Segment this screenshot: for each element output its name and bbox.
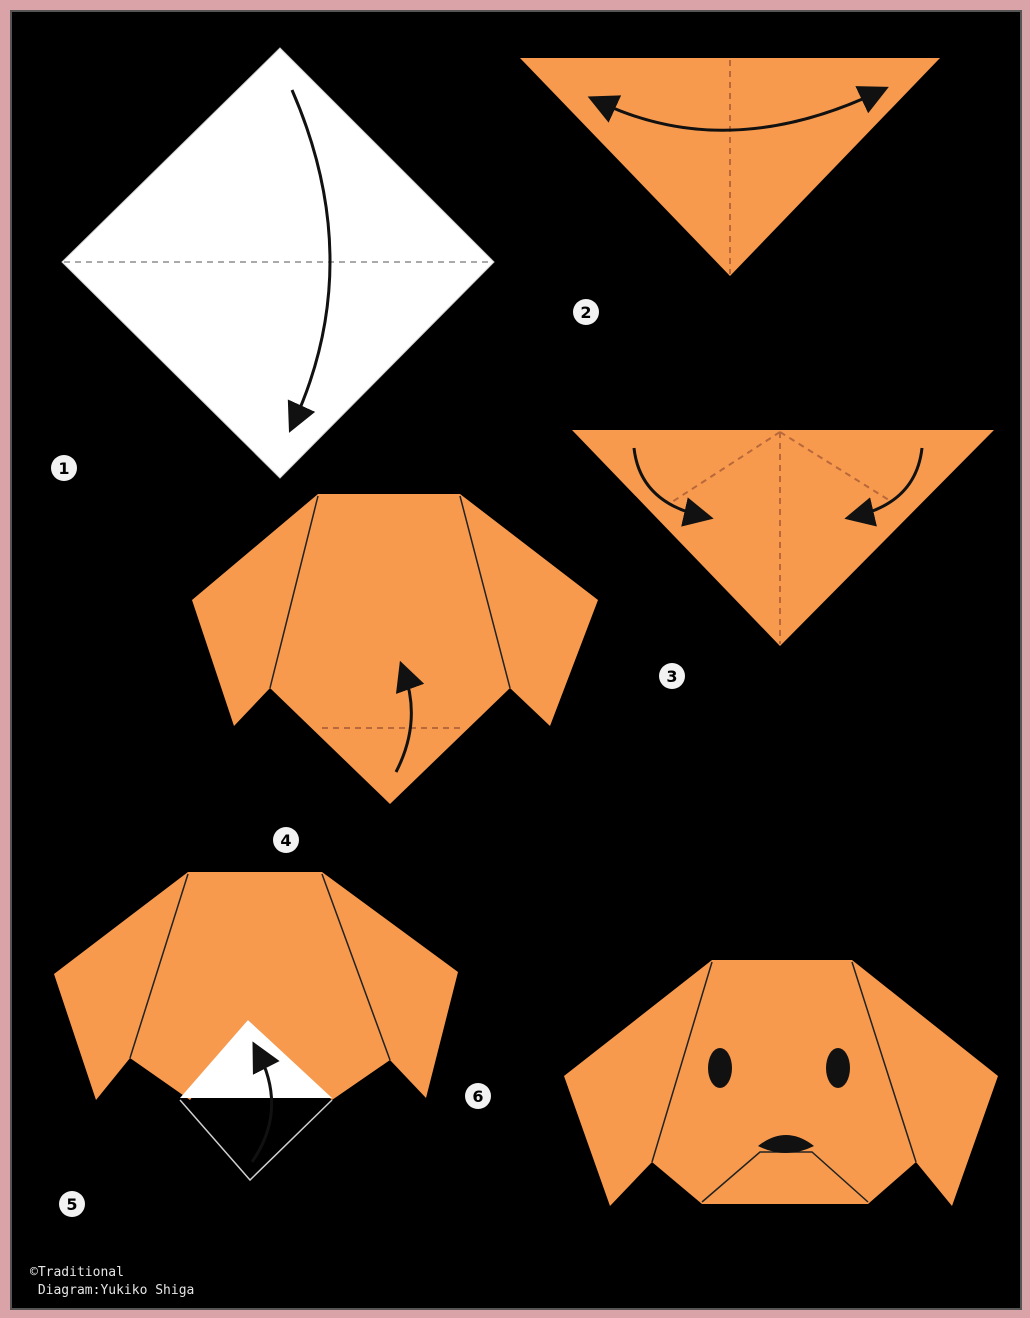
- chin-outline: [180, 1100, 332, 1180]
- step-4-diagram: [192, 494, 598, 804]
- diagram-frame: 1 2 3 4 5 6 ©Traditional Diagram:Yukiko …: [10, 10, 1022, 1310]
- right-eye: [826, 1048, 850, 1088]
- origami-diagram: 1 2 3 4 5 6: [12, 12, 1022, 1310]
- paper-dog-head: [192, 494, 598, 804]
- credit-text: ©Traditional Diagram:Yukiko Shiga: [30, 1264, 194, 1300]
- step-2-diagram: [520, 58, 940, 276]
- step-3-diagram: [572, 430, 994, 646]
- step-5-label: 5: [66, 1195, 77, 1214]
- step-3-label: 3: [666, 667, 677, 686]
- step-2-label: 2: [580, 303, 591, 322]
- step-1-badge: 1: [51, 455, 77, 481]
- step-5-badge: 5: [59, 1191, 85, 1217]
- step-6-badge: 6: [465, 1083, 491, 1109]
- step-2-badge: 2: [573, 299, 599, 325]
- left-eye: [708, 1048, 732, 1088]
- step-6-diagram: [564, 960, 998, 1206]
- dog-face: [564, 960, 998, 1206]
- step-4-label: 4: [280, 831, 291, 850]
- paper-triangle: [520, 58, 940, 276]
- credit-line-2: Diagram:Yukiko Shiga: [30, 1282, 194, 1300]
- step-1-label: 1: [58, 459, 69, 478]
- step-1-diagram: [62, 48, 494, 478]
- step-5-diagram: [54, 872, 458, 1180]
- step-4-badge: 4: [273, 827, 299, 853]
- step-6-label: 6: [472, 1087, 483, 1106]
- credit-line-1: ©Traditional: [30, 1264, 194, 1282]
- step-3-badge: 3: [659, 663, 685, 689]
